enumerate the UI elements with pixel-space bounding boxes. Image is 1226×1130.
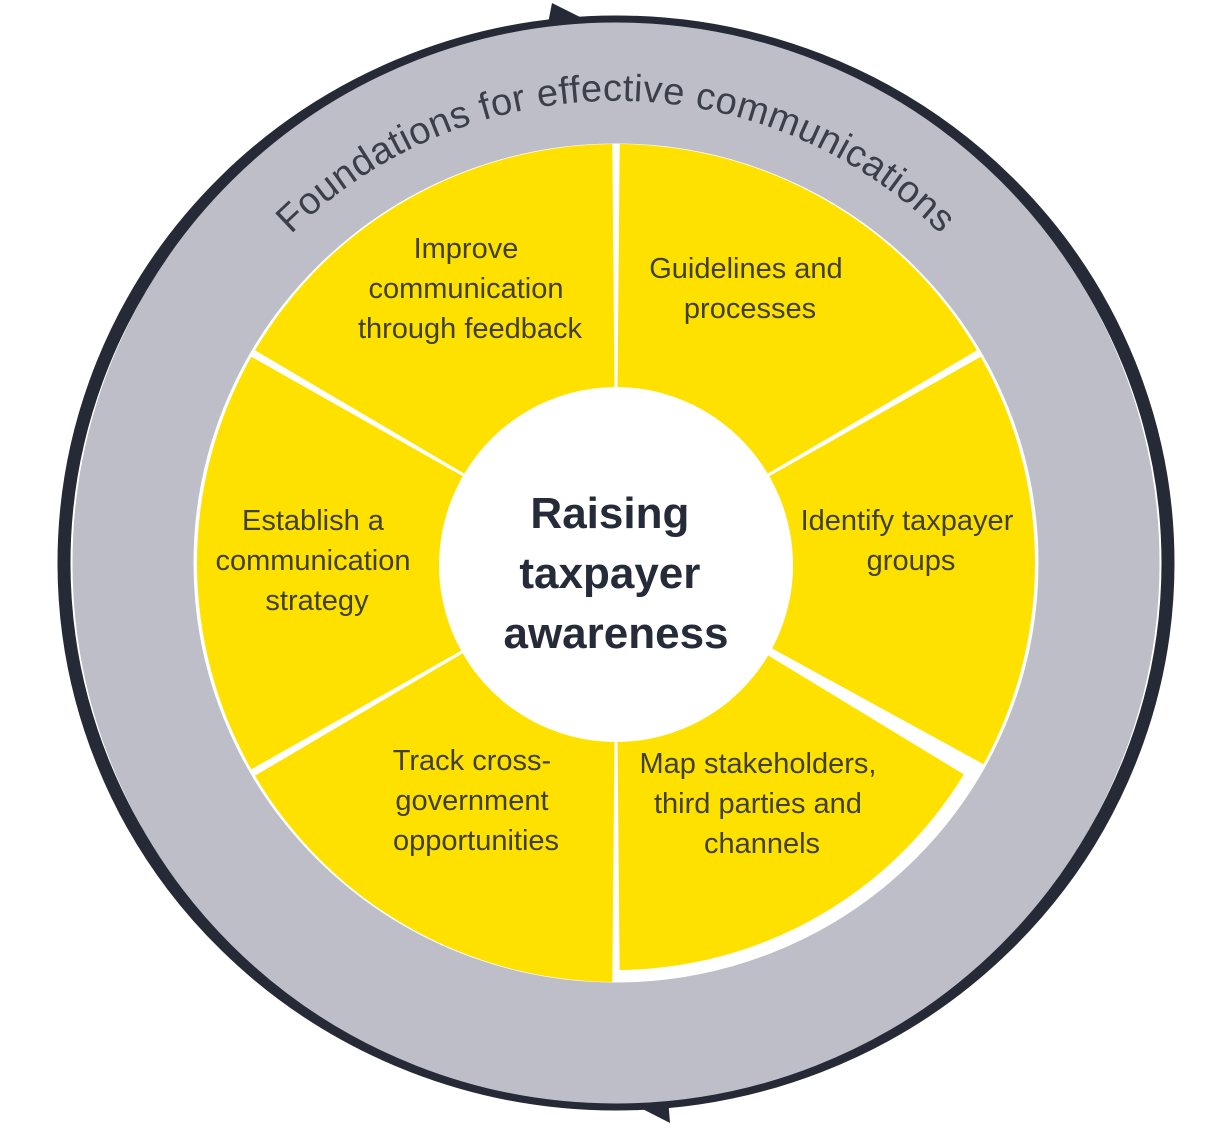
segment-establish-wedge	[196, 356, 463, 770]
foundations-ring-band	[72, 22, 1160, 1104]
segment-improve-wedge	[255, 144, 615, 474]
segment-identify-label: Identify taxpayer groups	[801, 505, 1022, 577]
segment-guidelines-label: Guidelines and processes	[649, 253, 851, 325]
segment-map-wedge	[617, 654, 964, 970]
segment-establish: Establish a communication strategy	[196, 356, 463, 770]
center-hub: Raising taxpayer awareness	[439, 388, 793, 742]
segment-improve-label: Improve communication through feedback	[358, 233, 583, 345]
segment-track-label: Track cross- government opportunities	[393, 745, 560, 857]
segment-improve: Improve communication through feedback	[255, 144, 615, 474]
segment-guidelines: Guidelines and processes	[617, 144, 977, 474]
center-circle	[439, 388, 793, 742]
segment-track-wedge	[255, 652, 615, 982]
segment-identify-wedge	[769, 356, 1035, 765]
segment-track: Track cross- government opportunities	[255, 652, 615, 982]
segment-establish-label: Establish a communication strategy	[215, 505, 418, 617]
segment-identify: Identify taxpayer groups	[769, 356, 1035, 765]
center-title: Raising taxpayer awareness	[503, 489, 728, 658]
segment-map: Map stakeholders, third parties and chan…	[617, 654, 964, 970]
segments: Guidelines and processes Identify taxpay…	[196, 144, 1035, 982]
segment-map-label: Map stakeholders, third parties and chan…	[639, 748, 884, 860]
arrow-ring-circle	[57, 15, 1175, 1111]
segment-guidelines-wedge	[617, 144, 977, 474]
